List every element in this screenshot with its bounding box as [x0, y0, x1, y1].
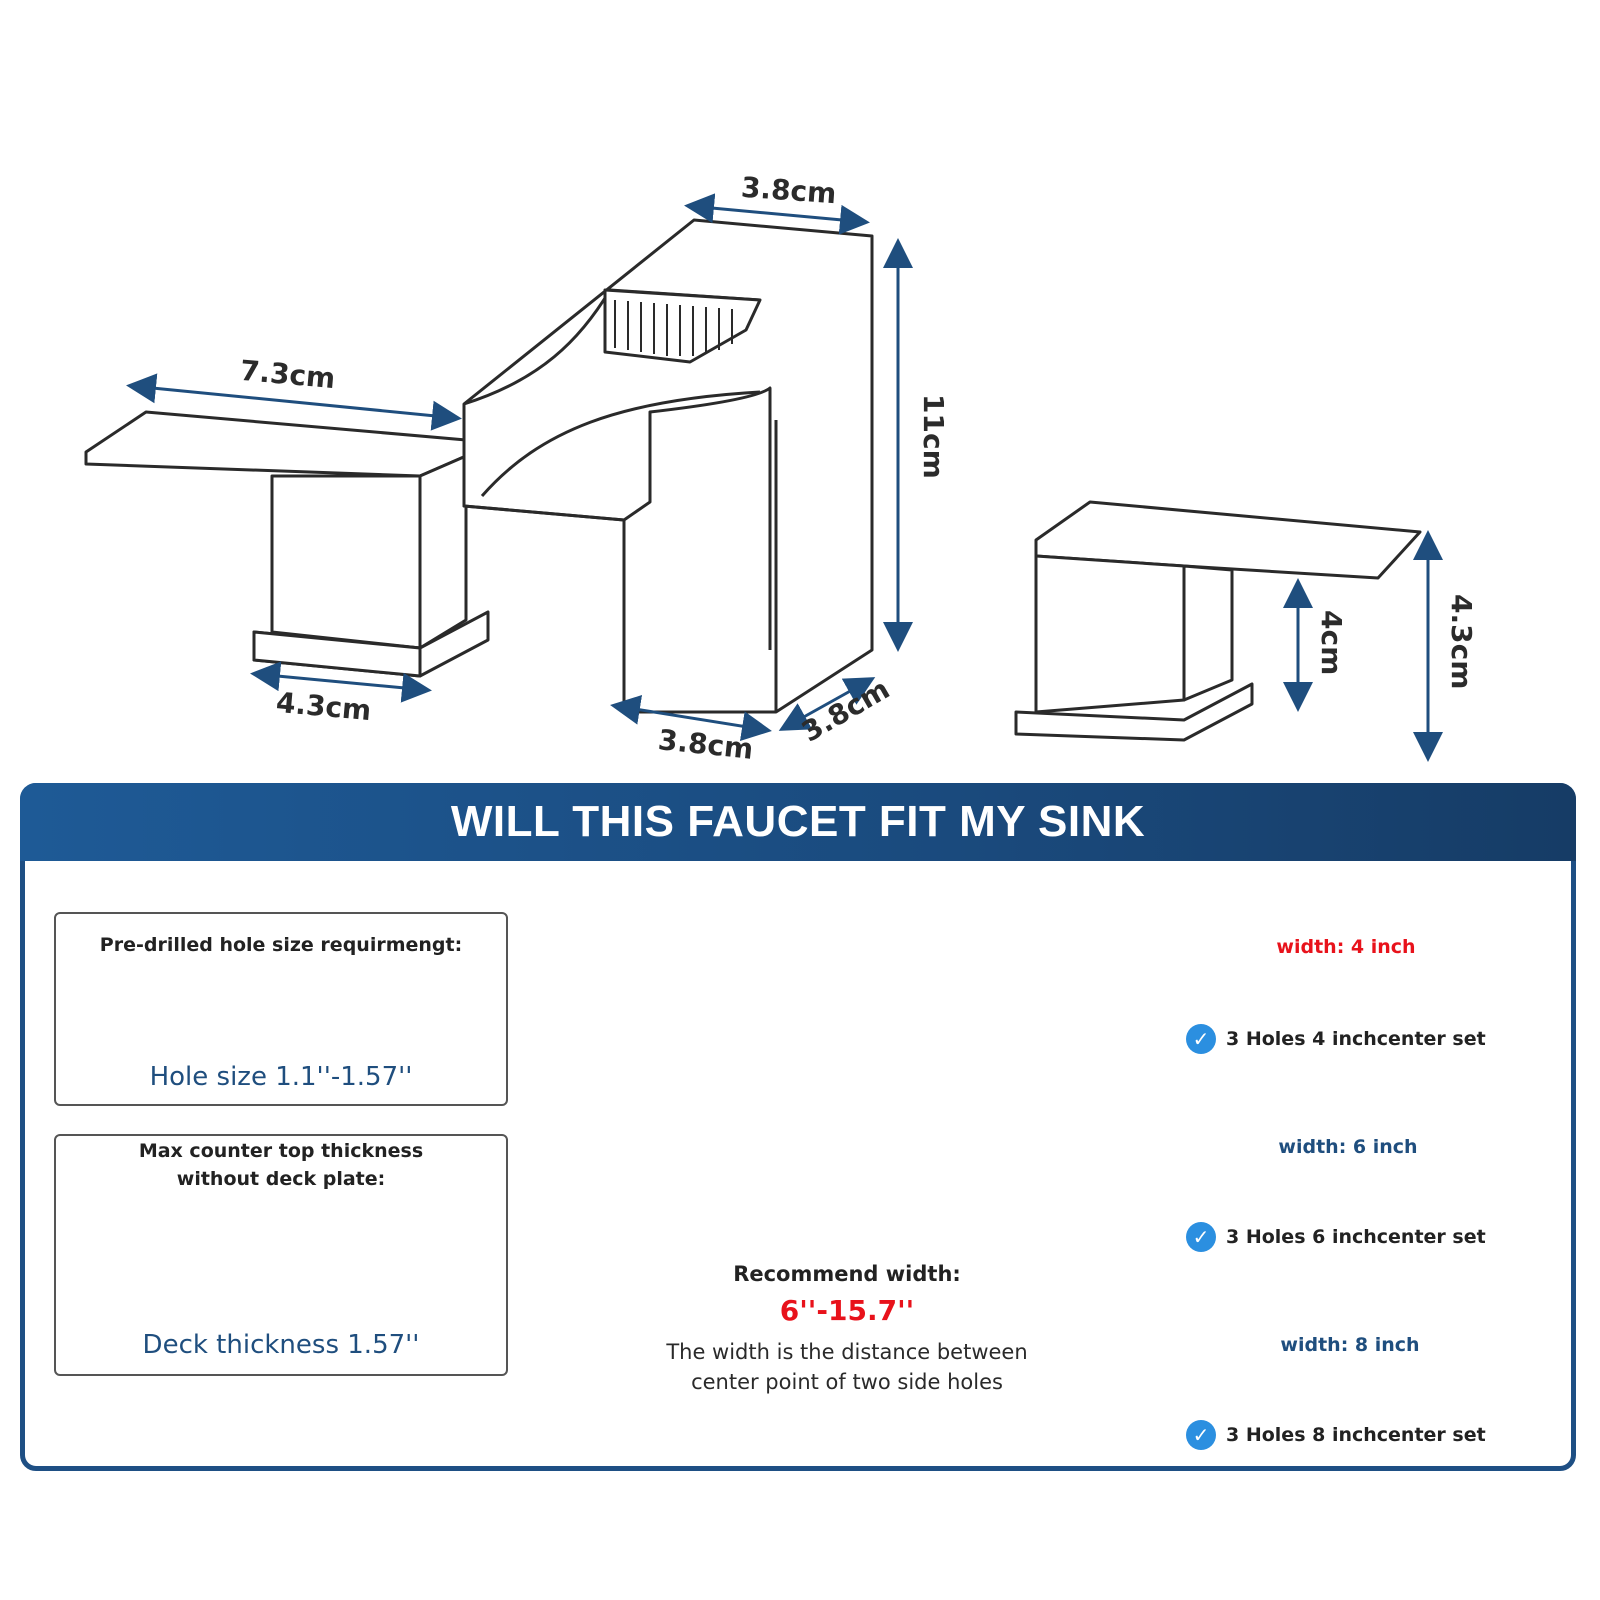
right-handle-drawing — [1014, 500, 1422, 742]
dim-spout-height: 11cm — [917, 394, 950, 479]
deck-heading-line2: without deck plate: — [176, 1168, 386, 1190]
hole-size-heading: Pre-drilled hole size requirmengt: — [99, 934, 463, 956]
option-width-6: width: 6 inch — [1278, 1136, 1418, 1158]
recommend-note-line1: The width is the distance between — [666, 1340, 1028, 1364]
option-row-8: ✓ 3 Holes 8 inchcenter set — [1186, 1420, 1486, 1450]
hole-size-box — [54, 912, 508, 1106]
option-width-4: width: 4 inch — [1276, 936, 1416, 958]
option-row-6: ✓ 3 Holes 6 inchcenter set — [1186, 1222, 1486, 1252]
check-icon: ✓ — [1186, 1222, 1216, 1252]
deck-heading-line1: Max counter top thickness — [138, 1140, 424, 1162]
hole-size-value: Hole size 1.1''-1.57'' — [149, 1062, 413, 1092]
recommend-note-line2: center point of two side holes — [691, 1370, 1003, 1394]
fit-panel-header: WILL THIS FAUCET FIT MY SINK — [20, 783, 1576, 861]
option-caption-8: 3 Holes 8 inchcenter set — [1226, 1424, 1486, 1446]
check-icon: ✓ — [1186, 1420, 1216, 1450]
deck-thickness-box — [54, 1134, 508, 1376]
dimension-arrows — [126, 193, 1443, 762]
option-width-8: width: 8 inch — [1280, 1334, 1420, 1356]
option-row-4: ✓ 3 Holes 4 inchcenter set — [1186, 1024, 1486, 1054]
option-caption-6: 3 Holes 6 inchcenter set — [1226, 1226, 1486, 1248]
fit-panel-title: WILL THIS FAUCET FIT MY SINK — [450, 797, 1146, 846]
option-caption-4: 3 Holes 4 inchcenter set — [1226, 1028, 1486, 1050]
dim-spout-top-width: 3.8cm — [739, 170, 838, 211]
dim-handle-clearance: 4cm — [1315, 610, 1348, 676]
recommend-width-label: Recommend width: — [733, 1262, 961, 1286]
left-handle-drawing — [84, 410, 490, 678]
deck-thickness-value: Deck thickness 1.57'' — [142, 1330, 420, 1360]
spout-drawing — [462, 218, 874, 714]
recommend-width-value: 6''-15.7'' — [779, 1294, 915, 1327]
check-icon: ✓ — [1186, 1024, 1216, 1054]
dim-handle-height: 4.3cm — [1445, 594, 1478, 690]
